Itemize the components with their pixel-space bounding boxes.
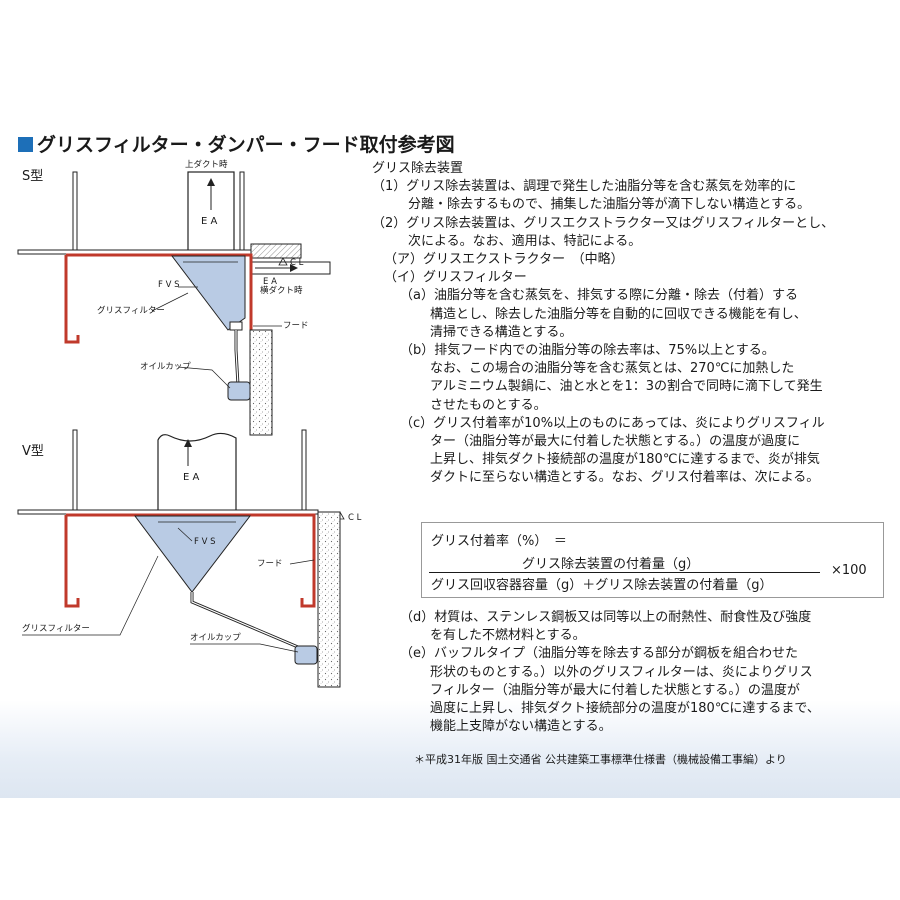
drain-outlet — [229, 321, 243, 331]
s-cl-marker-icon — [278, 257, 288, 266]
e-line2: 形状のものとする。）以外のグリスフィルターは、炎によりグリス — [430, 664, 813, 680]
v-fvs-label: F V S — [194, 537, 216, 547]
hanger-bolt — [72, 171, 78, 253]
s-oil-cup — [227, 381, 251, 401]
c-line1: （c）グリス付着率が10%以上のものにあっては、炎によりグリスフィル — [400, 415, 825, 431]
a-line3: 清掃できる構造とする。 — [430, 324, 573, 340]
sub-i-line: （イ）グリスフィルター — [384, 270, 527, 286]
s-hood-top — [66, 253, 253, 330]
v-airflow-arrow-icon — [184, 439, 192, 447]
d-line2: を有した不燃材料とする。 — [430, 628, 586, 644]
b-line4: させたものとする。 — [430, 397, 547, 413]
v-oil-cup-leader — [190, 643, 299, 653]
e-line5: 機能上支障がない構造とする。 — [430, 719, 612, 735]
v-drain-pipe-inner — [191, 592, 306, 651]
v-grease-filter — [134, 515, 252, 593]
spec-text: グリス除去装置 （1）グリス除去装置は、調理で発生した油脂分等を含む蒸気を効率的… — [372, 160, 887, 488]
s-hood — [64, 255, 80, 344]
page-title-text: グリスフィルター・ダンパー・フード取付参考図 — [37, 134, 455, 156]
v-oil-cup-label: オイルカップ — [190, 633, 241, 643]
spec-heading: グリス除去装置 — [372, 161, 464, 176]
s-fvs-label: F V S — [158, 280, 180, 290]
side-duct-arrow-icon — [290, 264, 298, 272]
e-line3: フィルター（油脂分等が最大に付着した状態とする。）の温度が — [430, 682, 800, 698]
hanger-bolt — [239, 171, 245, 253]
v-wall — [317, 511, 341, 688]
formula-fraction-bar — [429, 572, 820, 573]
s-type-label: S型 — [22, 169, 43, 184]
v-ea-label: E A — [183, 472, 199, 483]
title-square-icon — [18, 137, 33, 152]
s-drain-pipe-inner — [235, 330, 239, 386]
v-grease-filter-label: グリスフィルター — [22, 623, 90, 634]
d-line1: （d）材質は、ステンレス鋼板又は同等以上の耐熱性、耐食性及び強度 — [400, 610, 812, 625]
upper-duct — [187, 171, 235, 253]
ceiling-slab — [17, 249, 264, 255]
airflow-arrow-icon — [207, 178, 215, 186]
s-type-diagram: S型 上ダクト時 E A E A 横ダクト時 C L F V S — [17, 159, 331, 436]
item1-line2: 分離・除去するもので、捕集した油脂分等が滴下しない構造とする。 — [408, 197, 811, 213]
v-hood-top — [66, 513, 316, 608]
installation-diagram: S型 上ダクト時 E A E A 横ダクト時 C L F V S — [17, 159, 362, 688]
up-duct-label: 上ダクト時 — [185, 159, 228, 170]
v-hood-leader — [289, 559, 315, 565]
formula-numerator: グリス除去装置の付着量（g） — [522, 557, 700, 572]
background-band — [0, 700, 900, 798]
v-hood-left — [64, 515, 80, 608]
formula-multiplier: ×100 — [831, 563, 867, 578]
v-upper-duct — [157, 432, 237, 513]
source-note: ＊平成31年版 国土交通省 公共建築工事標準仕様書（機械設備工事編）より — [414, 753, 787, 766]
v-hood-label: フード — [257, 559, 283, 569]
s-wall — [249, 329, 273, 436]
s-hood-label: フード — [283, 321, 309, 331]
s-ea-side-label: E A — [263, 277, 277, 287]
grease-filter-leader — [151, 292, 189, 312]
page-title: グリスフィルター・ダンパー・フード取付参考図 — [18, 130, 455, 157]
v-type-diagram: V型 E A C L F V S フード グリスフィルター — [17, 429, 362, 688]
v-grease-filter-leader — [22, 555, 159, 636]
c-line3: 上昇し、排気ダクト接続部の温度が180℃に達するまで、炎が排気 — [430, 452, 820, 468]
formula-box: グリス付着率（%） ＝ グリス除去装置の付着量（g） グリス回収容器容量（g）＋… — [421, 522, 884, 598]
s-grease-filter-label: グリスフィルター — [97, 305, 165, 316]
c-line2: ター（油脂分等が最大に付着した状態とする。）の温度が過度に — [430, 434, 801, 450]
sub-a-line: （ア）グリスエクストラクター （中略） — [384, 252, 624, 268]
v-cl-label: C L — [348, 513, 362, 523]
formula-lhs: グリス付着率（%） ＝ — [431, 534, 567, 549]
ceiling-section — [250, 243, 302, 259]
a-line1: （a）油脂分等を含む蒸気を、排気する際に分離・除去（付着）する — [400, 288, 798, 304]
e-line4: 過度に上昇し、排気ダクト接続部分の温度が180℃に達するまで、 — [430, 701, 820, 717]
v-oil-cup — [294, 645, 318, 665]
s-oil-cup-label: オイルカップ — [140, 362, 191, 372]
c-line4: ダクトに至らない構造とする。なお、グリス付着率は、次による。 — [430, 470, 820, 486]
b-line1: （b）排気フード内での油脂分等の除去率は、75%以上とする。 — [400, 343, 775, 359]
v-ceiling-slab — [17, 509, 319, 515]
e-line1: （e）バッフルタイプ（油脂分等を除去する部分が鋼板を組合わせた — [400, 646, 798, 662]
hanger-bolt — [301, 429, 307, 511]
v-fvs-leader — [177, 527, 193, 542]
b-line3: アルミニウム製鍋に、油と水とを1：3の割合で同時に滴下して発生 — [430, 379, 823, 395]
v-type-label: V型 — [22, 444, 44, 459]
s-ea-label: E A — [201, 216, 217, 227]
item1-line1: （1）グリス除去装置は、調理で発生した油脂分等を含む蒸気を効率的に — [372, 179, 797, 195]
b-line2: なお、この場合の油脂分等を含む蒸気とは、270℃に加熱した — [430, 361, 795, 377]
formula-denominator: グリス回収容器容量（g）＋グリス除去装置の付着量（g） — [431, 578, 773, 593]
s-cl-label: C L — [290, 258, 304, 268]
a-line2: 構造とし、除去した油脂分等を自動的に回収できる機能を有し、 — [430, 306, 807, 322]
oil-cup-leader — [177, 366, 231, 389]
item2-line2: 次による。なお、適用は、特記による。 — [408, 233, 642, 249]
s-grease-filter — [170, 255, 246, 331]
item2-line1: （2）グリス除去装置は、グリスエクストラクター又はグリスフィルターとし、 — [372, 215, 835, 231]
hanger-bolt — [72, 429, 78, 511]
spec-text-lower: （d）材質は、ステンレス鋼板又は同等以上の耐熱性、耐食性及び強度 を有した不燃材… — [372, 609, 887, 736]
side-duct-label: 横ダクト時 — [260, 285, 303, 296]
